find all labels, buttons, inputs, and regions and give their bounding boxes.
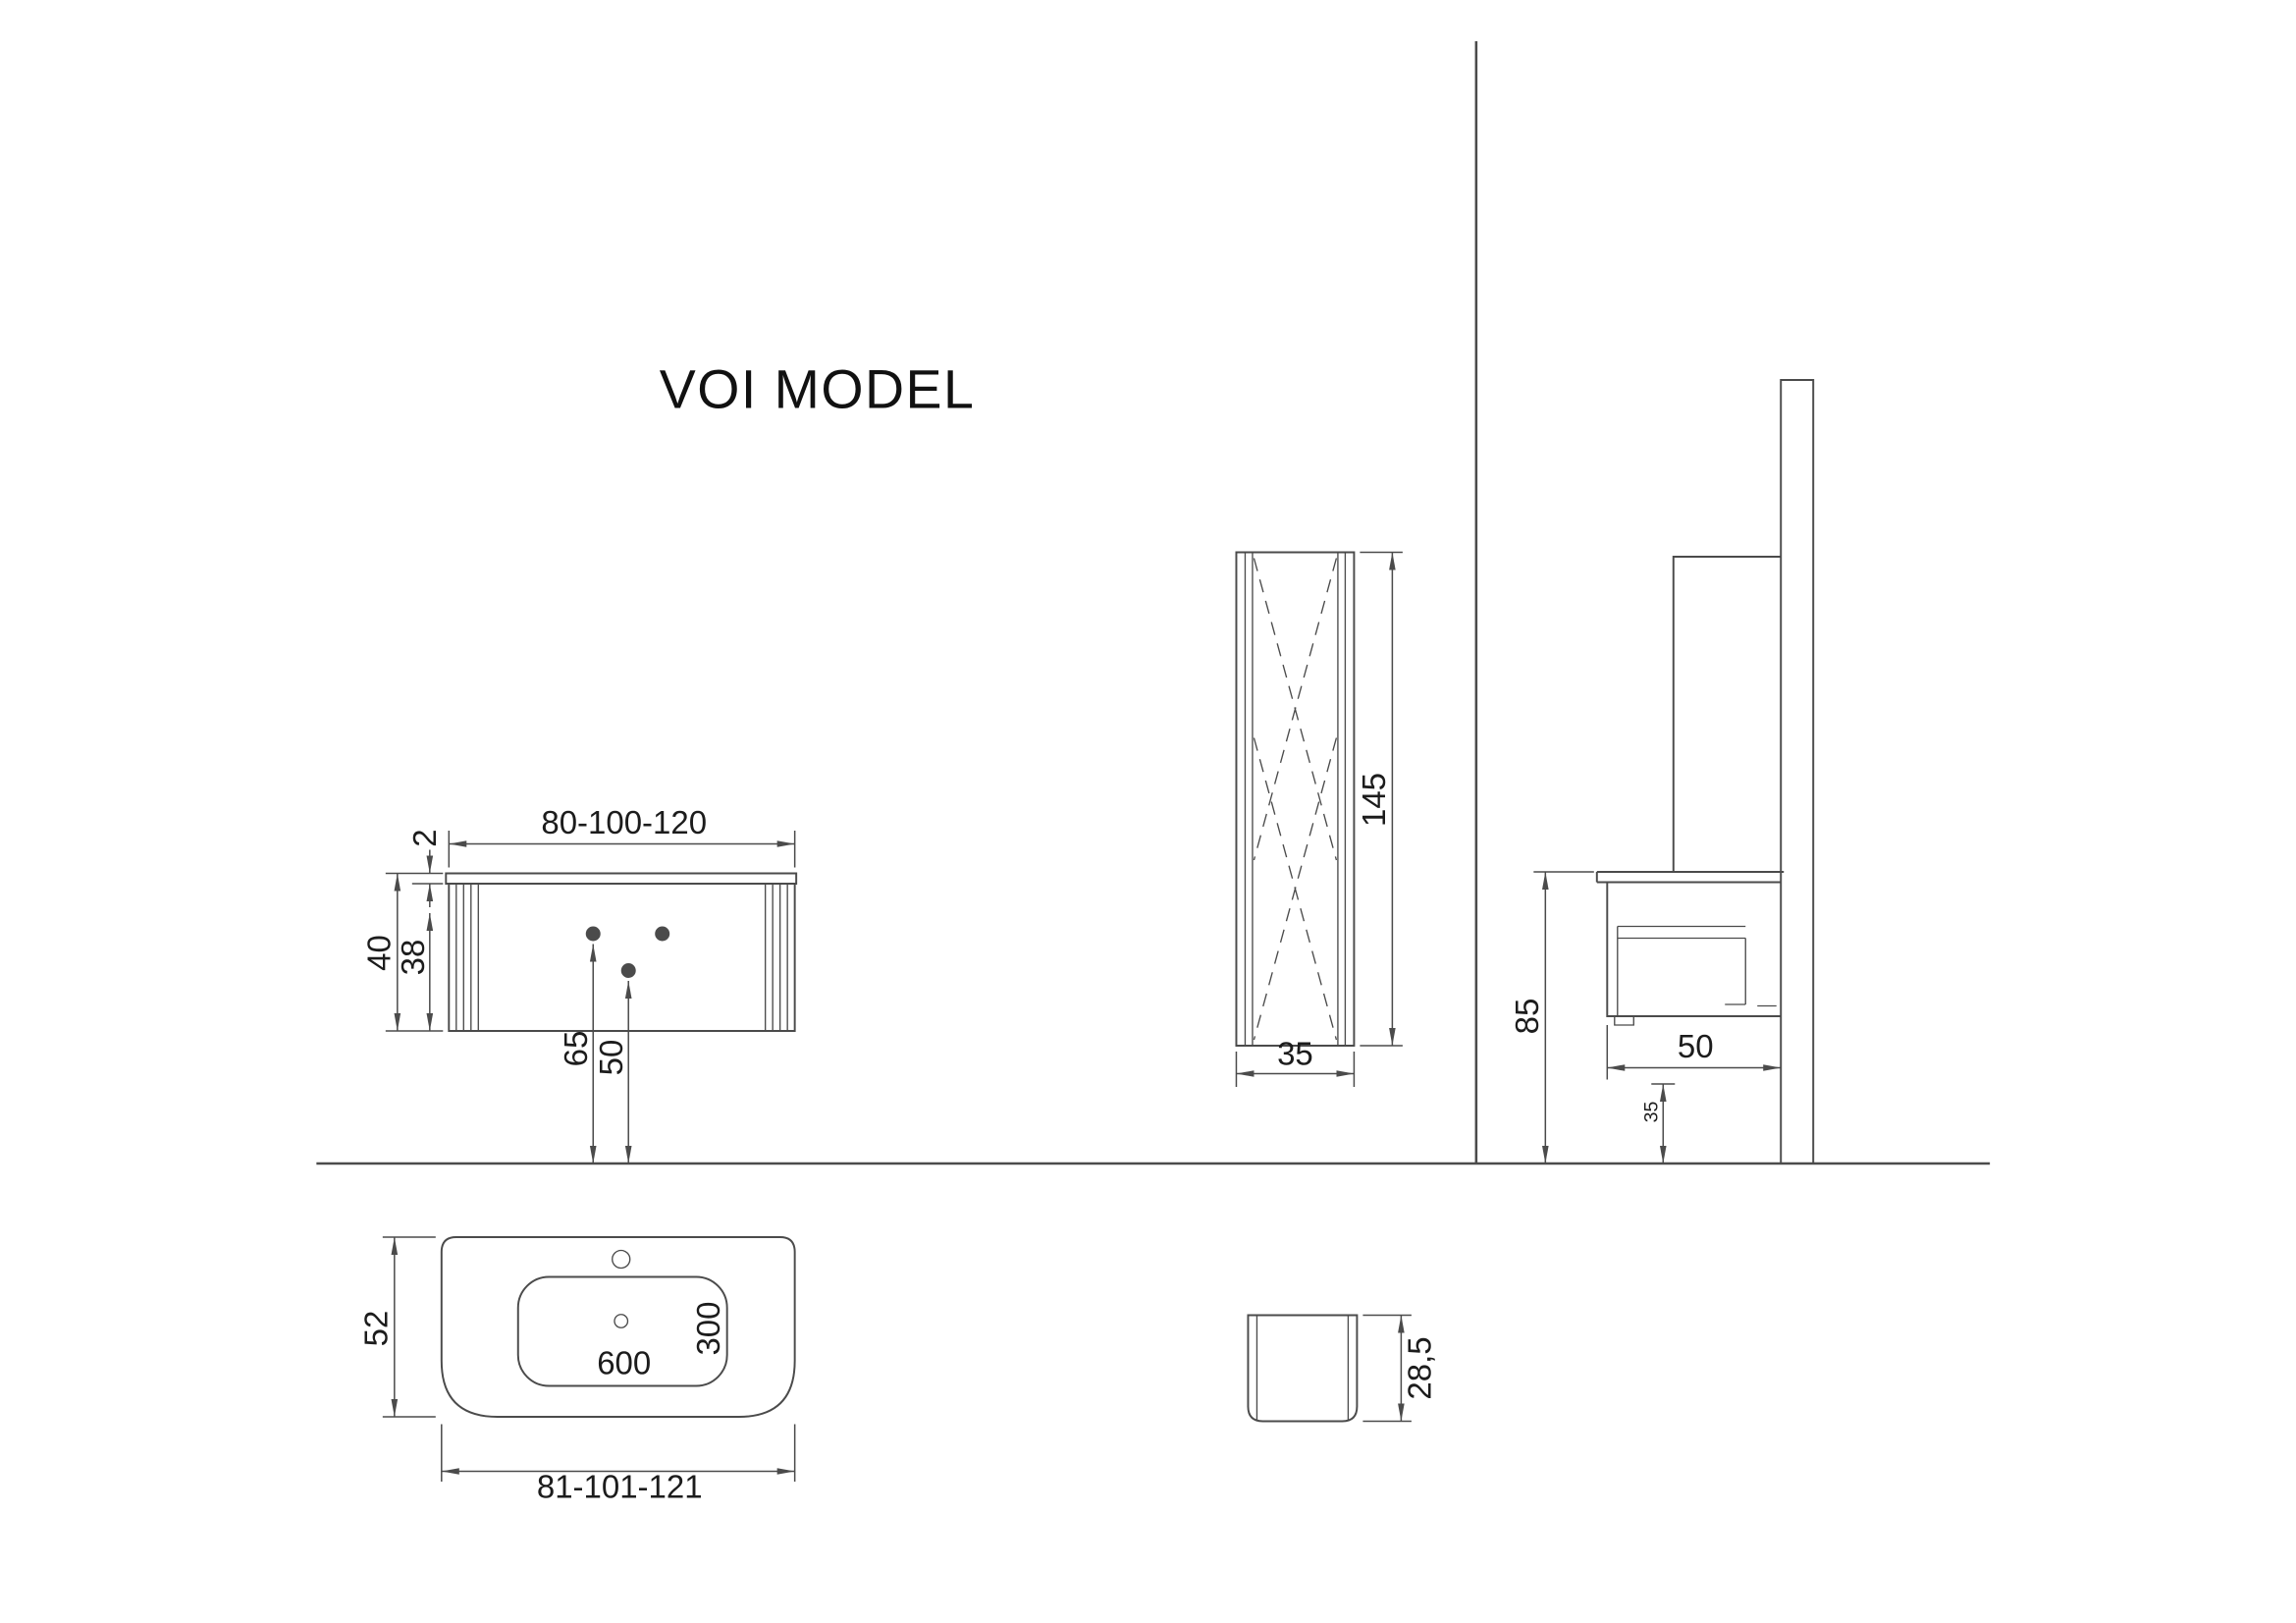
dim-clearance: 35	[1640, 1102, 1662, 1123]
dim-hole-left-offset: 65	[558, 1031, 594, 1067]
dim-column-width: 35	[1277, 1035, 1313, 1071]
dim-worktop-height: 85	[1509, 999, 1545, 1035]
vanity-front-view: 80-100-120 2 40 38 65 50	[360, 804, 798, 1163]
extension-lines	[448, 831, 796, 868]
back-panel-side	[1780, 379, 1815, 1163]
bracket	[1614, 1016, 1634, 1026]
dim-profile-height: 28,5	[1401, 1336, 1437, 1399]
basin-profile-view: 28,5	[1247, 1314, 1437, 1423]
column-front-view: 145 35	[1235, 551, 1403, 1087]
door-swing-dashes	[1253, 558, 1338, 1041]
dim-bowl-depth: 300	[690, 1301, 726, 1355]
dim-cabinet-width: 80-100-120	[541, 804, 707, 840]
drawing-title: VOI MODEL	[660, 358, 976, 419]
profile-edge-lines	[1255, 1315, 1350, 1420]
column-side-trims	[1244, 552, 1347, 1046]
extension-lines	[1235, 1052, 1356, 1087]
countertop-front	[445, 872, 798, 885]
dim-hole-center-offset: 50	[593, 1040, 629, 1076]
drain-hole	[614, 1314, 629, 1328]
basin-outline	[440, 1236, 796, 1418]
side-view: 85 50 35	[1509, 379, 1815, 1163]
dim-cabinet-depth: 50	[1678, 1028, 1714, 1064]
dim-total-height: 40	[360, 935, 397, 971]
dim-basin-width: 81-101-121	[537, 1468, 703, 1504]
cabinet-body-front	[448, 884, 796, 1032]
profile-outline	[1247, 1314, 1359, 1423]
countertop-side	[1595, 871, 1785, 884]
mounting-hole	[620, 963, 636, 978]
fluted-side-trims	[455, 884, 788, 1031]
dim-column-height: 145	[1356, 773, 1392, 827]
bowl-outline	[516, 1275, 728, 1387]
dim-body-height: 38	[395, 940, 431, 976]
mounting-hole	[585, 926, 601, 942]
column-side	[1672, 556, 1782, 872]
drawer-section-lines	[1617, 925, 1777, 1016]
dim-countertop-thickness: 2	[406, 829, 443, 846]
cabinet-body-side	[1606, 882, 1782, 1017]
basin-plan-view: 600 300 52 81-101-121	[357, 1236, 796, 1505]
dim-basin-depth: 52	[357, 1311, 394, 1347]
faucet-hole	[612, 1249, 631, 1270]
column-outline	[1235, 551, 1356, 1047]
mounting-hole	[655, 926, 670, 942]
dim-bowl-width: 600	[597, 1344, 651, 1380]
